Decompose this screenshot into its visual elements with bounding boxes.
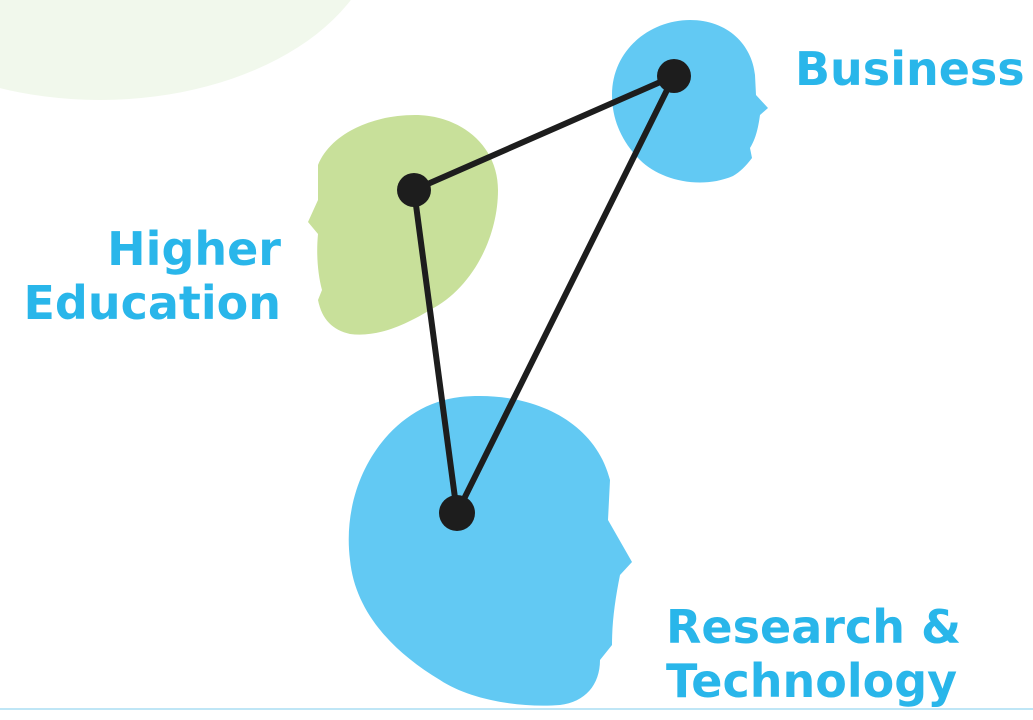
higher-education-head-icon: [308, 115, 498, 335]
higher-education-label-line-2: Education: [23, 276, 281, 330]
research-technology-label: Research & Technology: [666, 600, 961, 708]
higher-education-label: Higher Education: [23, 222, 281, 330]
node-higher-education: [397, 173, 431, 207]
node-research-technology: [439, 495, 475, 531]
business-label: Business: [795, 42, 1025, 96]
research-technology-head-icon: [348, 396, 632, 706]
edge-research-to-higher-education: [411, 187, 460, 516]
research-technology-label-line-2: Technology: [666, 654, 958, 708]
bottom-rule-line: [0, 708, 1033, 710]
edge-higher-education-to-business: [411, 73, 677, 193]
node-business: [657, 59, 691, 93]
business-head-icon: [612, 20, 768, 183]
research-technology-label-line-1: Research &: [666, 600, 962, 654]
edge-business-to-research: [454, 73, 677, 516]
higher-education-label-line-1: Higher: [107, 222, 281, 276]
business-label-text: Business: [795, 42, 1025, 96]
